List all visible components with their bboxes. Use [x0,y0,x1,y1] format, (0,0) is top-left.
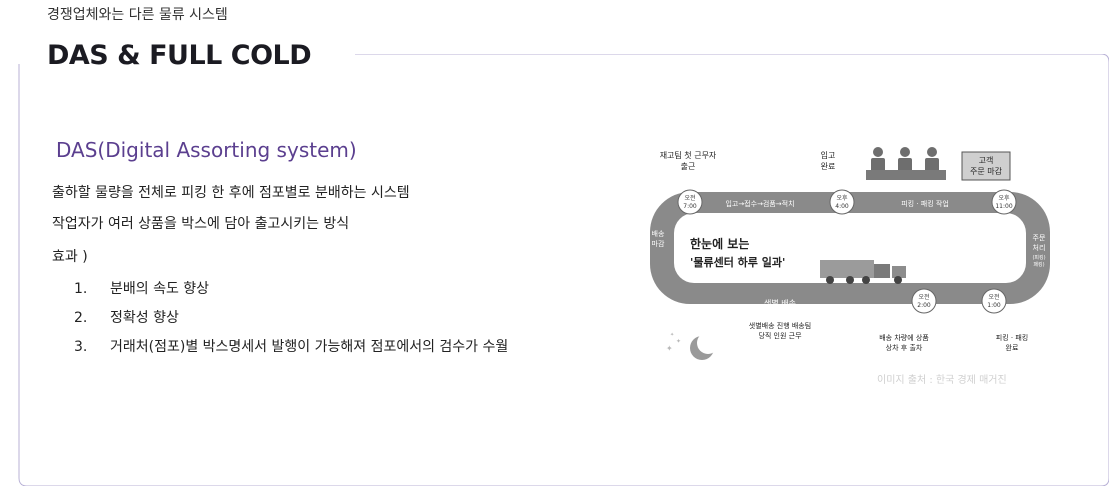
desc-line-1: 출하할 물량을 전체로 피킹 한 후에 점포별로 분배하는 시스템 [52,185,410,201]
left-label-2: 마감 [652,239,665,248]
below-left-2: 당직 인원 근무 [758,331,802,340]
list-text: 거래처(점포)별 박스명세서 발행이 가능해져 점포에서의 검수가 수월 [110,339,509,355]
track-top-right: 피킹 · 패킹 작업 [901,199,949,208]
workers-icon [866,147,946,180]
list-number: 2. [74,310,88,326]
left-label-1: 배송 [652,229,665,238]
track-top-left: 입고→접수→검품→적치 [725,199,794,208]
below-mid-2: 상차 후 출차 [886,343,923,352]
list-text: 정확성 향상 [110,310,179,326]
effects-list: 1. 분배의 속도 향상 2. 정확성 향상 3. 거래처(점포)별 박스명세서 발행… [74,278,508,365]
start-work-label-2: 출근 [681,161,696,171]
svg-text:11:00: 11:00 [995,203,1012,210]
customer-label-2: 주문 마감 [970,166,1003,176]
panel-border [18,54,1109,486]
track-bottom: 샛별 배송 [764,298,796,308]
center-title-1: 한눈에 보는 [690,236,749,251]
below-right-2: 완료 [1006,344,1019,352]
time-am7: 오전 7:00 [677,189,703,215]
list-item: 2. 정확성 향상 [74,307,508,336]
below-right-1: 피킹 · 패킹 [996,333,1028,342]
svg-text:2:00: 2:00 [917,302,931,309]
page-subtitle: 경쟁업체와는 다른 물류 시스템 [47,7,228,23]
svg-text:1:00: 1:00 [987,302,1001,309]
svg-text:✦: ✦ [666,344,673,353]
svg-text:✦: ✦ [676,338,681,345]
customer-label-1: 고객 [979,155,994,165]
list-item: 3. 거래처(점포)별 박스명세서 발행이 가능해져 점포에서의 검수가 수월 [74,336,508,365]
right-label-2: 처리 [1033,243,1046,252]
inbound-done-label-1: 입고 [821,151,836,160]
svg-text:오전: 오전 [988,293,999,301]
time-pm4: 오후 4:00 [829,189,855,215]
das-heading: DAS(Digital Assorting system) [56,138,357,162]
effects-label: 효과 ) [52,249,88,265]
content-panel [10,54,1109,486]
svg-text:4:00: 4:00 [835,203,849,210]
customer-box [961,151,1011,181]
truck-icon [820,260,906,284]
svg-text:오후: 오후 [998,194,1010,202]
star-icon: ✦ ✦ ✦ [666,332,681,353]
time-pm11: 오후 11:00 [991,189,1017,215]
moon-icon [690,332,719,360]
svg-text:오전: 오전 [918,293,929,301]
list-number: 3. [74,339,88,355]
below-mid-1: 배송 차량에 상품 [879,333,929,342]
time-am2: 오전 2:00 [911,288,937,314]
svg-text:✦: ✦ [670,332,674,338]
right-label-3: (피킹) [1032,254,1045,261]
list-item: 1. 분배의 속도 향상 [74,278,508,307]
svg-text:오후: 오후 [836,194,848,202]
track-inner [674,213,1026,283]
center-title-2: '물류센터 하루 일과' [690,255,785,269]
image-credit: 이미지 출처 : 한국 경제 매거진 [877,375,1007,386]
svg-text:7:00: 7:00 [683,203,697,210]
main-title: DAS & FULL COLD [47,40,312,71]
inbound-done-label-2: 완료 [821,162,836,171]
desc-line-2: 작업자가 여러 상품을 박스에 담아 출고시키는 방식 [52,216,350,232]
list-text: 분배의 속도 향상 [110,281,210,297]
logistics-diagram: 고객 주문 마감 재고팀 첫 근무자 출근 입고 완료 오전 7:00 오후 4… [640,140,1060,380]
below-left-1: 샛별배송 진행 배송팀 [749,321,811,330]
start-work-label-1: 재고팀 첫 근무자 [660,150,717,160]
list-number: 1. [74,281,88,297]
svg-text:오전: 오전 [684,194,695,202]
right-label-4: 패킹) [1033,261,1044,268]
time-am1: 오전 1:00 [981,288,1007,314]
right-label-1: 주문 [1033,234,1046,242]
